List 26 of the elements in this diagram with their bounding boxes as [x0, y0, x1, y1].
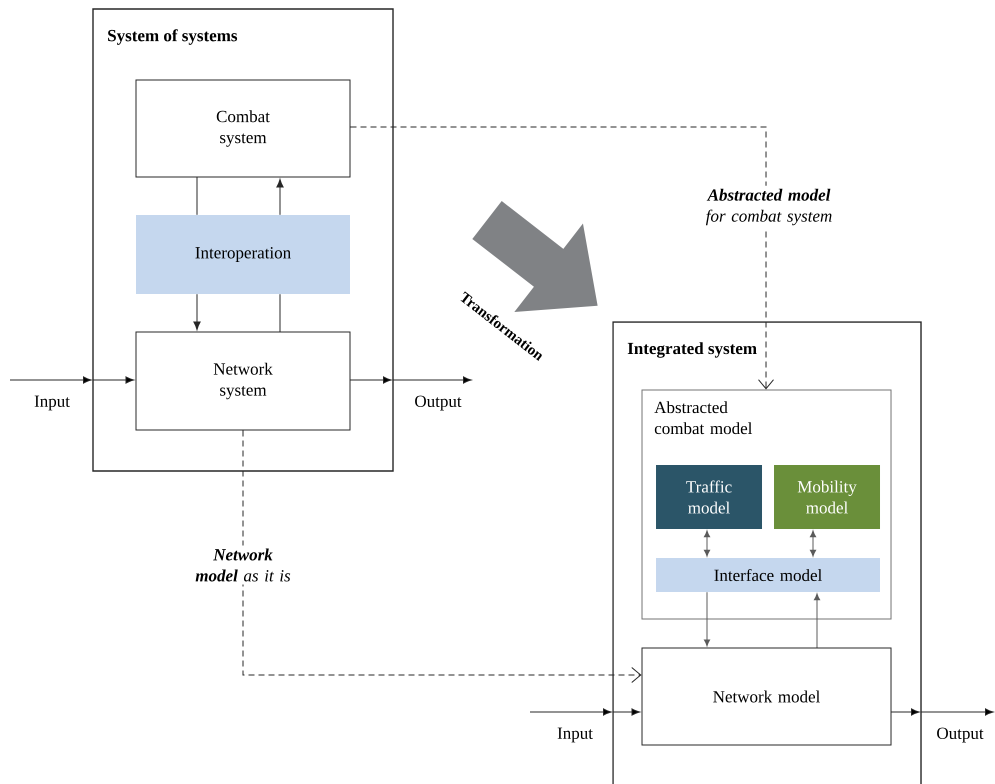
layer-band: Interface model	[656, 558, 880, 592]
arrow	[193, 294, 201, 330]
arrow	[530, 708, 640, 716]
model-box: Traffic model	[656, 465, 762, 529]
dashed-arrow	[350, 126, 774, 390]
dashed-arrow	[242, 430, 642, 683]
process-box: Network model	[642, 648, 892, 746]
arrow	[704, 530, 710, 557]
arrow	[276, 178, 284, 216]
edge-label: Input	[558, 728, 593, 742]
process-box: Network system	[136, 332, 350, 430]
edge-label: Input	[34, 396, 70, 410]
model-box: Mobility model	[774, 465, 880, 529]
arrow	[10, 376, 134, 384]
arrow	[350, 376, 472, 384]
edge-label: Output	[937, 728, 984, 742]
arrow	[814, 594, 820, 648]
edge-label: Output	[415, 396, 462, 410]
connector-line	[196, 177, 198, 216]
edge-label: Abstracted model for combat system	[691, 186, 848, 228]
arrow	[891, 708, 994, 716]
process-box: Combat system	[136, 80, 350, 178]
layer-band: Interoperation	[136, 215, 350, 294]
arrow	[810, 530, 816, 557]
arrow	[704, 592, 710, 646]
edge-label: Network model as it is	[181, 546, 305, 584]
